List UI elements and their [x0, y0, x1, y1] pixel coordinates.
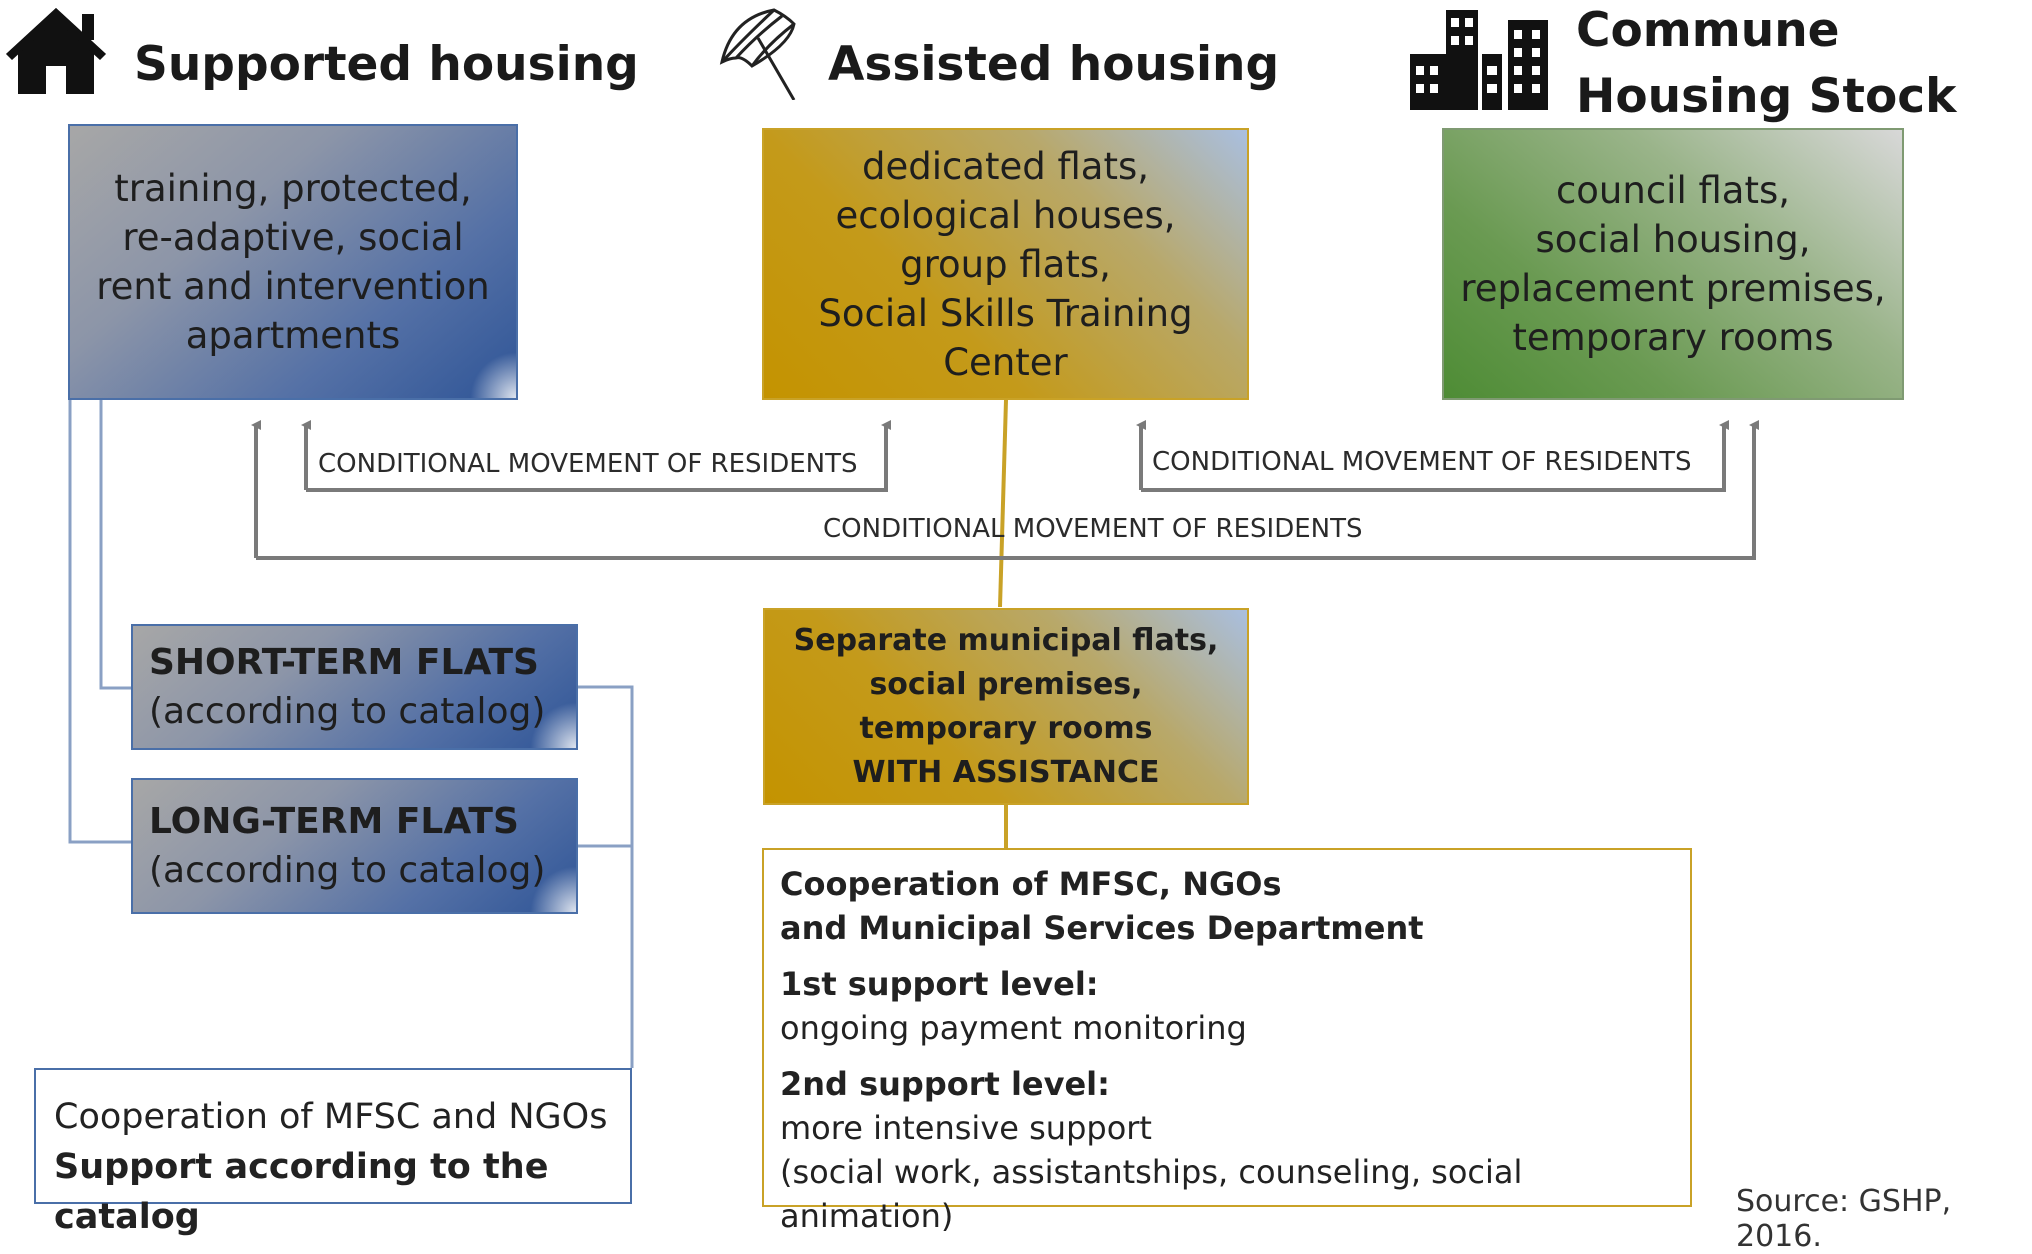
movement-label-left: CONDITIONAL MOVEMENT OF RESIDENTS — [318, 449, 858, 479]
commune-line: social housing, — [1535, 218, 1811, 261]
level2-title: 2nd support level: — [780, 1065, 1110, 1103]
level2-text1: more intensive support — [780, 1109, 1152, 1147]
short-term-subtitle: (according to catalog) — [149, 691, 546, 732]
commune-line: temporary rooms — [1512, 316, 1834, 359]
movement-label-wide: CONDITIONAL MOVEMENT OF RESIDENTS — [823, 514, 1363, 544]
level2-text2: (social work, assistantships, counseling… — [780, 1153, 1523, 1235]
supported-housing-header: Supported housing — [134, 37, 639, 92]
supported-line: re-adaptive, social — [122, 216, 464, 259]
commune-line: council flats, — [1555, 169, 1791, 212]
coop-heading1: Cooperation of MFSC, NGOs — [780, 865, 1282, 903]
separate-municipal-flats-box: Separate municipal flats, social premise… — [763, 608, 1249, 805]
separate-flats-line: WITH ASSISTANCE — [852, 754, 1160, 790]
long-term-subtitle: (according to catalog) — [149, 850, 546, 891]
level1-text: ongoing payment monitoring — [780, 1009, 1247, 1047]
cooperation-mfsc-ngos-municipal-box: Cooperation of MFSC, NGOs and Municipal … — [762, 848, 1692, 1235]
level1-title: 1st support level: — [780, 965, 1099, 1003]
commune-housing-box: council flats, social housing, replaceme… — [1442, 128, 1904, 400]
supported-line: training, protected, — [114, 167, 472, 210]
supported-line: apartments — [185, 314, 401, 357]
movement-label-right: CONDITIONAL MOVEMENT OF RESIDENTS — [1152, 447, 1692, 477]
cooperation-left-line1: Cooperation of MFSC and NGOs — [54, 1097, 608, 1137]
supported-line: rent and intervention — [96, 265, 490, 308]
short-term-flats-box: SHORT-TERM FLATS (according to catalog) — [131, 624, 578, 750]
supported-housing-connectors — [68, 398, 634, 1068]
assisted-line: ecological houses, — [835, 193, 1176, 237]
coop-heading2: and Municipal Services Department — [780, 909, 1424, 947]
house-icon — [2, 4, 110, 96]
supported-housing-box: training, protected, re-adaptive, social… — [68, 124, 518, 400]
connector-lines — [68, 398, 1759, 1068]
short-term-title: SHORT-TERM FLATS — [149, 642, 539, 683]
long-term-flats-box: LONG-TERM FLATS (according to catalog) — [131, 778, 578, 914]
commune-line: replacement premises, — [1460, 267, 1886, 310]
commune-header-line2: Housing Stock — [1576, 69, 1957, 124]
buildings-icon — [1410, 8, 1550, 112]
assisted-line: Center — [943, 340, 1068, 384]
cooperation-mfsc-ngos-box: Cooperation of MFSC and NGOs Support acc… — [34, 1068, 632, 1237]
assisted-housing-connectors — [998, 399, 1008, 848]
assisted-housing-box: dedicated flats, ecological houses, grou… — [762, 128, 1249, 400]
assisted-line: dedicated flats, — [861, 144, 1150, 188]
commune-header-line1: Commune — [1576, 3, 1840, 58]
assisted-line: group flats, — [900, 242, 1111, 286]
long-term-title: LONG-TERM FLATS — [149, 801, 519, 842]
cooperation-left-line2: Support according to the catalog — [54, 1147, 549, 1237]
separate-flats-line: social premises, — [869, 666, 1143, 702]
source-note: Source: GSHP, 2016. — [1736, 1184, 1952, 1254]
umbrella-icon — [712, 4, 808, 101]
assisted-housing-header: Assisted housing — [828, 37, 1280, 92]
movement-arrows — [251, 420, 1759, 560]
separate-flats-line: Separate municipal flats, — [793, 622, 1219, 658]
separate-flats-line: temporary rooms — [859, 710, 1153, 746]
assisted-line: Social Skills Training — [818, 291, 1193, 335]
